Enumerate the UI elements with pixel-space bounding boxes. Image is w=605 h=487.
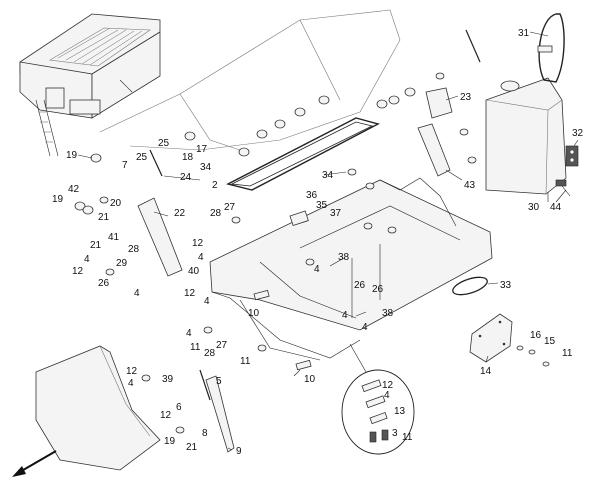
callout-10: 10: [304, 374, 316, 385]
callout-27: 27: [224, 202, 236, 213]
callout-24: 24: [180, 172, 192, 183]
callout-21: 21: [98, 212, 110, 223]
callout-41: 41: [108, 232, 120, 243]
callout-12: 12: [382, 380, 394, 391]
callout-11: 11: [190, 342, 201, 353]
callout-21: 21: [186, 442, 198, 453]
callout-18: 18: [182, 152, 194, 163]
callout-17: 17: [196, 144, 208, 155]
callout-25: 25: [136, 152, 148, 163]
callout-38: 38: [382, 308, 394, 319]
callout-9: 9: [236, 446, 242, 457]
callout-11: 11: [240, 356, 251, 367]
machine-overview-thumbnail: [19, 13, 161, 157]
callout-28: 28: [204, 348, 216, 359]
callout-23: 23: [460, 92, 472, 103]
hopper-outline: [99, 9, 401, 151]
callout-34: 34: [200, 162, 212, 173]
callout-40: 40: [188, 266, 200, 277]
callout-4: 4: [204, 296, 210, 307]
callout-14: 14: [480, 366, 492, 377]
callout-26: 26: [354, 280, 366, 291]
callout-34: 34: [322, 170, 334, 181]
callout-2: 2: [212, 180, 218, 191]
callout-12: 12: [72, 266, 84, 277]
water-tank: [485, 77, 579, 197]
callout-39: 39: [162, 374, 174, 385]
callout-26: 26: [98, 278, 110, 289]
linkage-parts: [137, 29, 481, 453]
callout-28: 28: [210, 208, 222, 219]
callout-33: 33: [500, 280, 512, 291]
callout-4: 4: [128, 378, 134, 389]
callout-25: 25: [158, 138, 170, 149]
cover-plate: [469, 313, 513, 363]
callout-42: 42: [68, 184, 80, 195]
callout-labels: 31 32 30 44 23 43 33 14 16 15 11 19 25 2…: [52, 28, 584, 457]
detail-inset: [341, 343, 415, 455]
callout-19: 19: [164, 436, 176, 447]
callout-4: 4: [84, 254, 90, 265]
callout-38: 38: [338, 252, 350, 263]
callout-12: 12: [192, 238, 204, 249]
main-frame: [209, 177, 493, 361]
callout-4: 4: [362, 322, 368, 333]
callout-10: 10: [248, 308, 260, 319]
callout-4: 4: [134, 288, 140, 299]
callout-7: 7: [122, 160, 128, 171]
deflector-panel: [35, 345, 161, 471]
callout-4: 4: [342, 310, 348, 321]
gasket-ring: [452, 276, 488, 296]
callout-28: 28: [128, 244, 140, 255]
callout-44: 44: [550, 202, 562, 213]
callout-22: 22: [174, 208, 186, 219]
callout-43: 43: [464, 180, 476, 191]
callout-35: 35: [316, 200, 328, 211]
callout-6: 6: [176, 402, 182, 413]
callout-32: 32: [572, 128, 584, 139]
callout-4: 4: [314, 264, 320, 275]
tank-strap: [537, 13, 565, 83]
callout-27: 27: [216, 340, 228, 351]
callout-12: 12: [160, 410, 172, 421]
callout-37: 37: [330, 208, 342, 219]
callout-3: 3: [392, 428, 398, 439]
callout-20: 20: [110, 198, 122, 209]
callout-30: 30: [528, 202, 540, 213]
callout-4: 4: [384, 390, 390, 401]
leader-lines: [77, 31, 579, 451]
fasteners: [74, 72, 550, 434]
callout-29: 29: [116, 258, 128, 269]
callout-11: 11: [562, 348, 573, 359]
seal-gasket: [226, 117, 380, 191]
callout-36: 36: [306, 190, 318, 201]
callout-4: 4: [198, 252, 204, 263]
callout-19: 19: [52, 194, 64, 205]
callout-11: 11: [402, 432, 413, 443]
callout-15: 15: [544, 336, 556, 347]
callout-16: 16: [530, 330, 542, 341]
callout-21: 21: [90, 240, 102, 251]
callout-8: 8: [202, 428, 208, 439]
callout-31: 31: [518, 28, 530, 39]
direction-arrow-icon: [12, 450, 57, 477]
callout-5: 5: [216, 376, 222, 387]
callout-12: 12: [184, 288, 196, 299]
callout-26: 26: [372, 284, 384, 295]
callout-12: 12: [126, 366, 138, 377]
callout-19: 19: [66, 150, 78, 161]
callout-13: 13: [394, 406, 406, 417]
callout-4: 4: [186, 328, 192, 339]
